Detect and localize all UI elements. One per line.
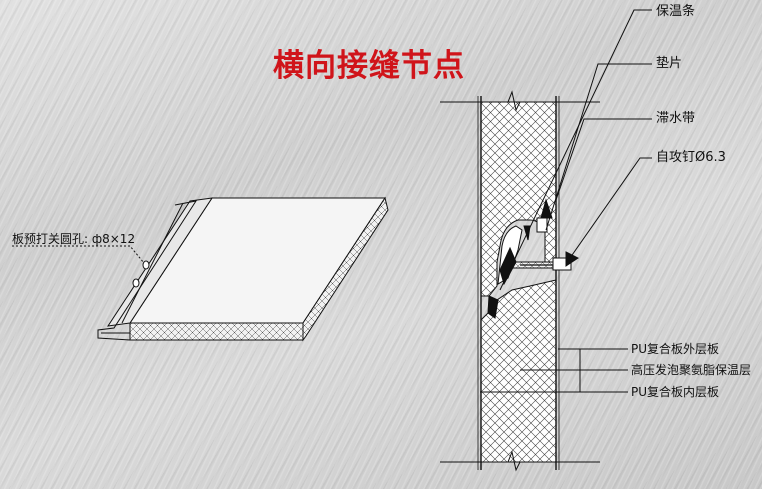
leader-insulation-strip xyxy=(499,9,652,291)
label-gasket: 垫片 xyxy=(656,56,683,71)
pre-drilled-hole xyxy=(142,260,150,270)
marker-wedge xyxy=(487,295,499,319)
panel-front-edge xyxy=(129,322,304,341)
label-foam-core: 高压发泡聚氨脂保温层 xyxy=(631,363,752,377)
pre-drilled-hole xyxy=(132,278,140,288)
leader-pre-drilled-holes xyxy=(12,245,145,264)
leader-gasket xyxy=(545,63,652,231)
marker-wedge xyxy=(499,246,517,286)
section-detail xyxy=(440,90,600,472)
label-pre-drilled-holes: 板预打关圆孔: ф8×12 xyxy=(12,232,136,246)
label-water-stop-tape: 滞水带 xyxy=(656,111,696,126)
leader-water-stop xyxy=(555,118,652,201)
marker-wedge xyxy=(540,198,553,219)
label-outer-skin: PU复合板外层板 xyxy=(631,342,720,356)
label-self-tapping-screw: 自攻钉Ø6.3 xyxy=(656,150,726,165)
isometric-panel xyxy=(12,196,389,342)
gasket-part xyxy=(536,217,548,233)
break-mark-top xyxy=(440,90,600,112)
break-mark-bottom xyxy=(440,450,600,472)
leader-screw xyxy=(569,157,652,259)
label-inner-skin: PU复合板内层板 xyxy=(631,385,720,399)
leader-lines xyxy=(480,9,652,393)
label-insulation-strip: 保温条 xyxy=(656,4,696,19)
marker-wedge xyxy=(565,251,579,267)
panel-right-edge xyxy=(302,196,389,342)
drawing-title: 横向接缝节点 xyxy=(273,48,465,84)
